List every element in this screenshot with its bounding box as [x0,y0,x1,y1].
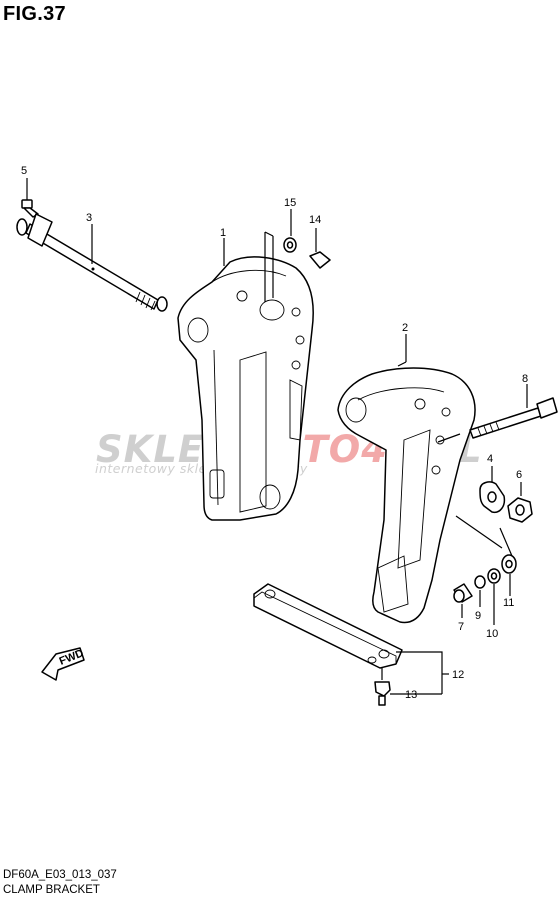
callout-9: 9 [475,610,481,622]
callout-15: 15 [284,197,296,209]
callout-14: 14 [309,214,321,226]
callout-6: 6 [516,469,522,481]
part-14-bolt [309,228,331,269]
part-8-bolt [437,384,558,443]
callout-4: 4 [487,453,493,465]
callout-1: 1 [220,227,226,239]
figure-name: CLAMP BRACKET [3,884,100,896]
callout-13: 13 [405,689,417,701]
part-2-clamp-bracket [337,334,476,624]
figure-title: FIG.37 [3,3,66,25]
part-5-bolt [21,178,39,218]
part-4-plate [479,466,506,514]
fwd-arrow-icon: FWD [41,647,85,681]
part-15-washer [283,209,297,253]
part-10-washer [487,568,501,625]
part-11-washer [455,515,517,596]
callout-7: 7 [458,621,464,633]
part-9-washer [474,575,486,607]
callout-5: 5 [21,165,27,177]
part-13-bolt [374,668,442,706]
part-1-clamp-bracket [177,231,314,521]
model-code: DF60A_E03_013_037 [3,869,117,881]
callout-10: 10 [486,628,498,640]
part-6-nut [507,482,533,523]
callout-3: 3 [86,212,92,224]
part-7-bushing [453,583,473,618]
callout-11: 11 [503,597,514,609]
callout-8: 8 [522,373,528,385]
part-3-shaft [16,213,168,312]
callout-12: 12 [452,669,464,681]
callout-2: 2 [402,322,408,334]
part-12-plate [253,583,449,694]
